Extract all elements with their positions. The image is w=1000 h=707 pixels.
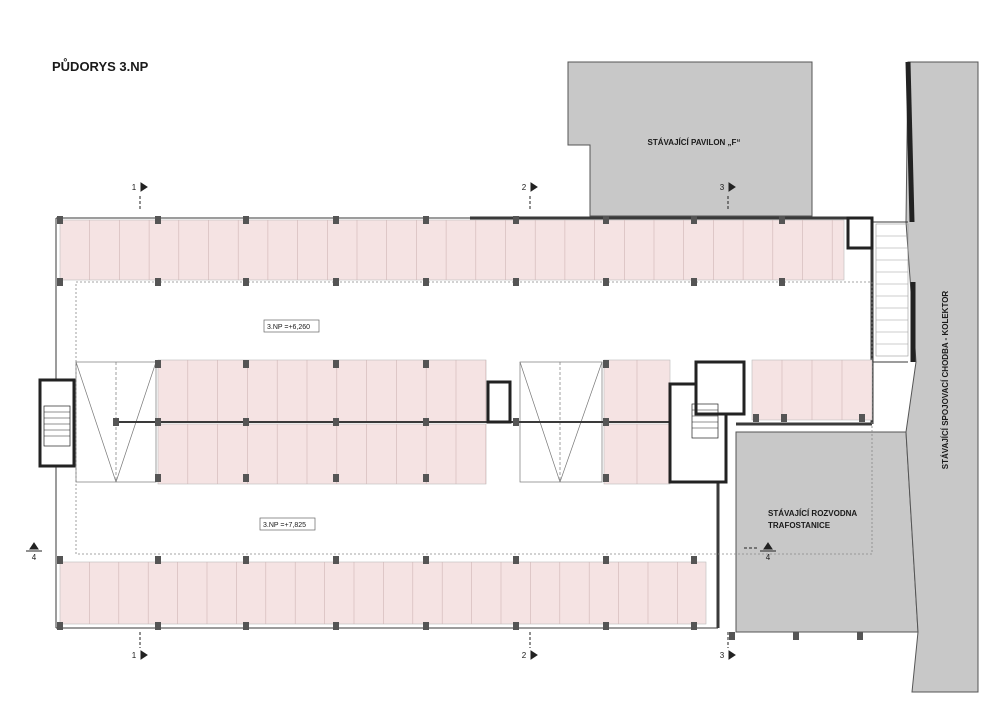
- column: [333, 418, 339, 426]
- column: [57, 556, 63, 564]
- column: [113, 418, 119, 426]
- columns: [57, 216, 865, 640]
- existing-corridor: [905, 61, 979, 693]
- column: [603, 418, 609, 426]
- column: [243, 474, 249, 482]
- ne-core: [846, 216, 874, 250]
- column: [333, 216, 339, 224]
- column: [423, 216, 429, 224]
- section-2-bottom: 2: [522, 651, 527, 660]
- column: [423, 278, 429, 286]
- existing-substation: [735, 431, 919, 633]
- column: [779, 278, 785, 286]
- section-1-top: 1: [132, 183, 137, 192]
- column: [243, 418, 249, 426]
- section-1-bottom: 1: [132, 651, 137, 660]
- elevator-shaft: [486, 380, 512, 424]
- column: [155, 216, 161, 224]
- section-2-top: 2: [522, 183, 527, 192]
- section-3-bottom: 3: [720, 651, 725, 660]
- level-box-upper: [263, 319, 320, 333]
- column: [729, 632, 735, 640]
- column: [513, 556, 519, 564]
- column: [57, 622, 63, 630]
- column: [691, 216, 697, 224]
- column: [243, 622, 249, 630]
- column: [513, 278, 519, 286]
- level-label-upper: 3.NP =+6,260: [267, 324, 310, 331]
- column: [603, 556, 609, 564]
- column: [155, 418, 161, 426]
- column: [603, 216, 609, 224]
- column: [691, 622, 697, 630]
- column: [691, 278, 697, 286]
- column: [243, 216, 249, 224]
- stair-core-east: [668, 360, 746, 484]
- existing-pavilion-f: [567, 61, 813, 217]
- column: [691, 556, 697, 564]
- column: [423, 622, 429, 630]
- column: [155, 474, 161, 482]
- column: [333, 622, 339, 630]
- parking-row-top: [59, 219, 845, 281]
- column: [779, 216, 785, 224]
- column: [243, 556, 249, 564]
- level-label-lower: 3.NP =+7,825: [263, 522, 306, 529]
- parking-row-mid-upper: [157, 359, 487, 423]
- column: [333, 474, 339, 482]
- column: [333, 278, 339, 286]
- column: [857, 632, 863, 640]
- parking-row-bottom: [59, 561, 707, 625]
- column: [423, 418, 429, 426]
- column: [57, 278, 63, 286]
- connector-bridge: [875, 223, 909, 357]
- column: [155, 278, 161, 286]
- section-4-left: 4: [32, 553, 37, 562]
- column: [513, 622, 519, 630]
- column: [603, 622, 609, 630]
- column: [333, 556, 339, 564]
- column: [155, 556, 161, 564]
- parking-row-mid-lower: [157, 423, 487, 485]
- column: [513, 216, 519, 224]
- column: [423, 556, 429, 564]
- column: [603, 360, 609, 368]
- column: [57, 216, 63, 224]
- column: [793, 632, 799, 640]
- column: [423, 474, 429, 482]
- substation-label-2: TRAFOSTANICE: [768, 521, 831, 530]
- column: [333, 360, 339, 368]
- column: [603, 278, 609, 286]
- page-title: PŮDORYS 3.NP: [52, 58, 149, 74]
- column: [753, 414, 759, 422]
- corridor-wall: [905, 61, 915, 223]
- column: [513, 418, 519, 426]
- column: [243, 360, 249, 368]
- column: [859, 414, 865, 422]
- column: [603, 474, 609, 482]
- column: [243, 278, 249, 286]
- corridor-label: STÁVAJÍCÍ SPOJOVACÍ CHODBA - KOLEKTOR: [941, 291, 950, 470]
- section-markers: [26, 182, 776, 660]
- column: [155, 622, 161, 630]
- section-3-top: 3: [720, 183, 725, 192]
- level-box-lower: [259, 517, 316, 531]
- column: [781, 414, 787, 422]
- stair-core-west: [38, 378, 76, 468]
- pavilion-f-label: STÁVAJÍCÍ PAVILON „F“: [648, 138, 741, 147]
- column: [423, 360, 429, 368]
- building-outline: [55, 216, 908, 629]
- parking-stall-dividers: [89, 220, 843, 624]
- substation-label-1: STÁVAJÍCÍ ROZVODNA: [768, 509, 857, 518]
- column: [155, 360, 161, 368]
- section-4-right: 4: [766, 553, 771, 562]
